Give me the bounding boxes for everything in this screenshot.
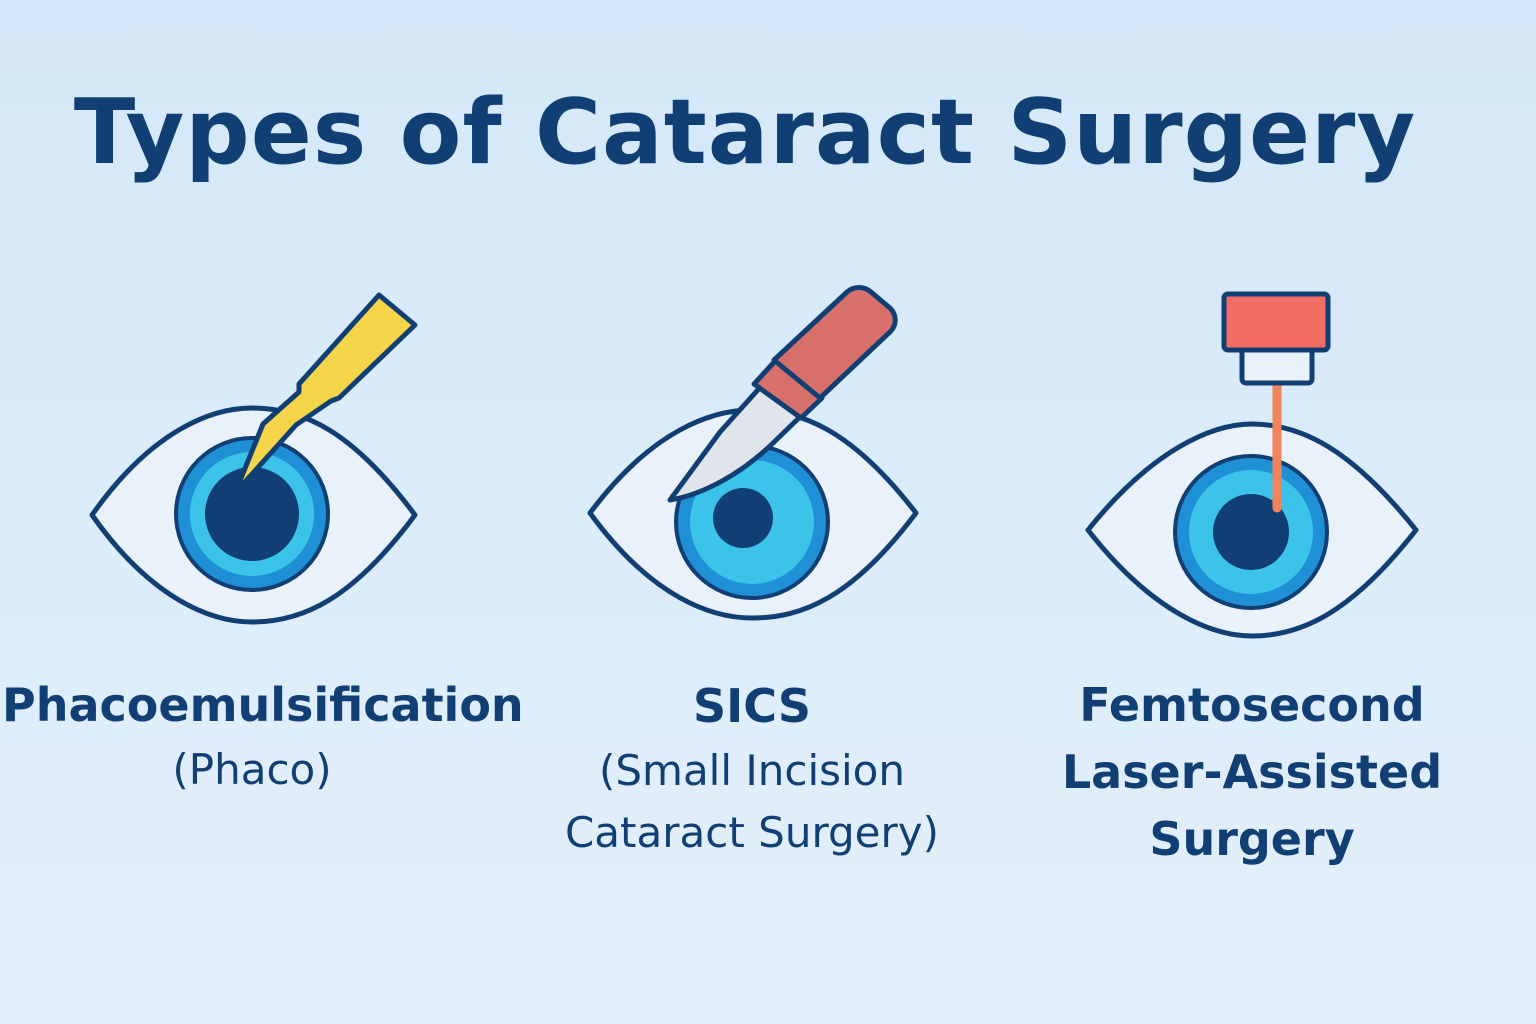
pupil <box>205 467 299 561</box>
phaco-illustration <box>89 292 418 625</box>
flacs-illustration <box>1085 291 1419 639</box>
procedure-flacs: Femtosecond Laser-Assisted Surgery <box>1002 0 1502 1024</box>
phaco-probe-icon <box>232 292 418 496</box>
sics-illustration <box>587 285 919 621</box>
laser-head <box>1221 291 1331 353</box>
procedure-description-line2: Cataract Surgery) <box>564 808 939 857</box>
scalpel-handle <box>771 285 898 401</box>
laser-icon <box>1221 291 1331 513</box>
procedure-name: Phacoemulsification <box>2 678 524 732</box>
pupil <box>1213 494 1289 570</box>
eye-icon <box>89 405 418 625</box>
procedure-name: SICS <box>693 679 811 733</box>
eye-icon <box>1085 421 1419 639</box>
procedure-sics: SICS (Small Incision Cataract Surgery) <box>502 0 1002 1024</box>
pupil <box>713 488 773 548</box>
scalpel-icon <box>667 285 898 503</box>
page-title: Types of Cataract Surgery <box>73 80 1417 185</box>
procedure-name-line3: Surgery <box>1149 812 1355 866</box>
procedure-abbreviation: (Phaco) <box>172 745 332 794</box>
procedure-description-line1: (Small Incision <box>598 746 906 795</box>
procedure-phaco: Phacoemulsification (Phaco) <box>2 0 524 1024</box>
procedure-name-line1: Femtosecond <box>1079 678 1425 732</box>
procedure-name-line2: Laser-Assisted <box>1061 745 1443 799</box>
